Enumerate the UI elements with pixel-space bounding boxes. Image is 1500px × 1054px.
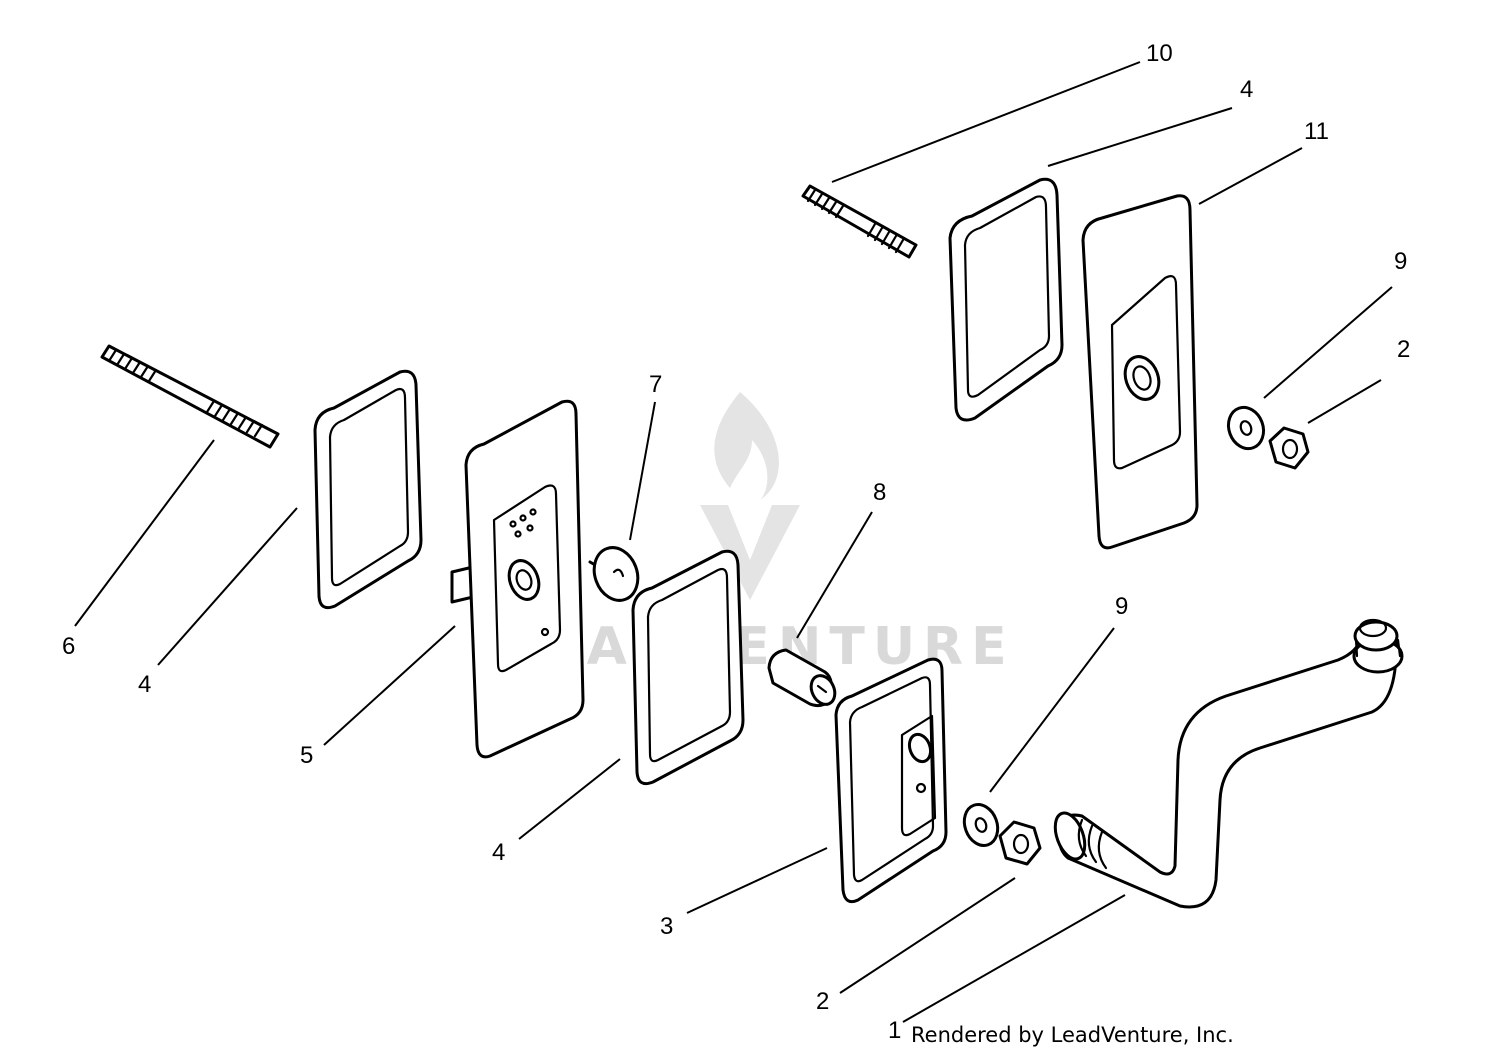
part-sleeve: [767, 648, 837, 708]
leader-4a: [1047, 107, 1233, 167]
callout-4-left: 4: [138, 671, 151, 698]
part-bent-tube: [1053, 618, 1404, 909]
leader-2b: [839, 877, 1016, 994]
part-plate-top: [1081, 194, 1199, 550]
part-gasket-center: [631, 549, 745, 786]
leader-10: [831, 61, 1141, 183]
leader-11: [1198, 147, 1303, 205]
callout-3: 3: [660, 913, 673, 940]
callout-10: 10: [1146, 40, 1173, 67]
leader-3: [686, 847, 828, 914]
callout-9-bottom: 9: [1115, 593, 1128, 620]
part-cover-plate: [834, 657, 948, 904]
part-plate-left: [450, 399, 585, 759]
part-washer-bottom: [962, 803, 1000, 847]
callout-1: 1: [888, 1017, 901, 1044]
leader-9b: [989, 627, 1115, 793]
callout-6: 6: [62, 633, 75, 660]
callout-11: 11: [1304, 118, 1329, 145]
leader-5: [323, 625, 456, 746]
part-stud-short: [801, 184, 918, 259]
callout-2-bottom: 2: [816, 988, 829, 1015]
part-gasket-left: [313, 369, 423, 610]
leader-6: [74, 439, 215, 627]
leader-4b: [157, 507, 298, 666]
leader-lines: [74, 61, 1393, 1023]
part-gasket-top: [948, 177, 1064, 422]
leader-4c: [518, 758, 621, 840]
part-washer-top: [1226, 405, 1266, 451]
callout-9-top: 9: [1394, 248, 1407, 275]
credit-text: Rendered by LeadVenture, Inc.: [911, 1023, 1234, 1047]
part-nut-bottom: [998, 820, 1042, 866]
callout-4-center: 4: [492, 839, 505, 866]
callout-7: 7: [649, 371, 662, 398]
callout-5: 5: [300, 742, 313, 769]
part-valve-disc: [588, 546, 640, 602]
callout-labels: 10 4 11 9 2 7 8 6 4 5 4 9 3 2 1: [62, 40, 1410, 1044]
callout-2-top: 2: [1397, 336, 1410, 363]
leader-9a: [1263, 286, 1393, 399]
part-nut-top: [1268, 426, 1310, 470]
part-stud-long: [100, 344, 280, 449]
leader-2a: [1307, 379, 1382, 424]
callout-8: 8: [873, 479, 886, 506]
leader-7: [629, 401, 656, 541]
leader-8: [796, 511, 873, 639]
callout-4-top: 4: [1240, 76, 1253, 103]
leader-1: [902, 894, 1126, 1023]
